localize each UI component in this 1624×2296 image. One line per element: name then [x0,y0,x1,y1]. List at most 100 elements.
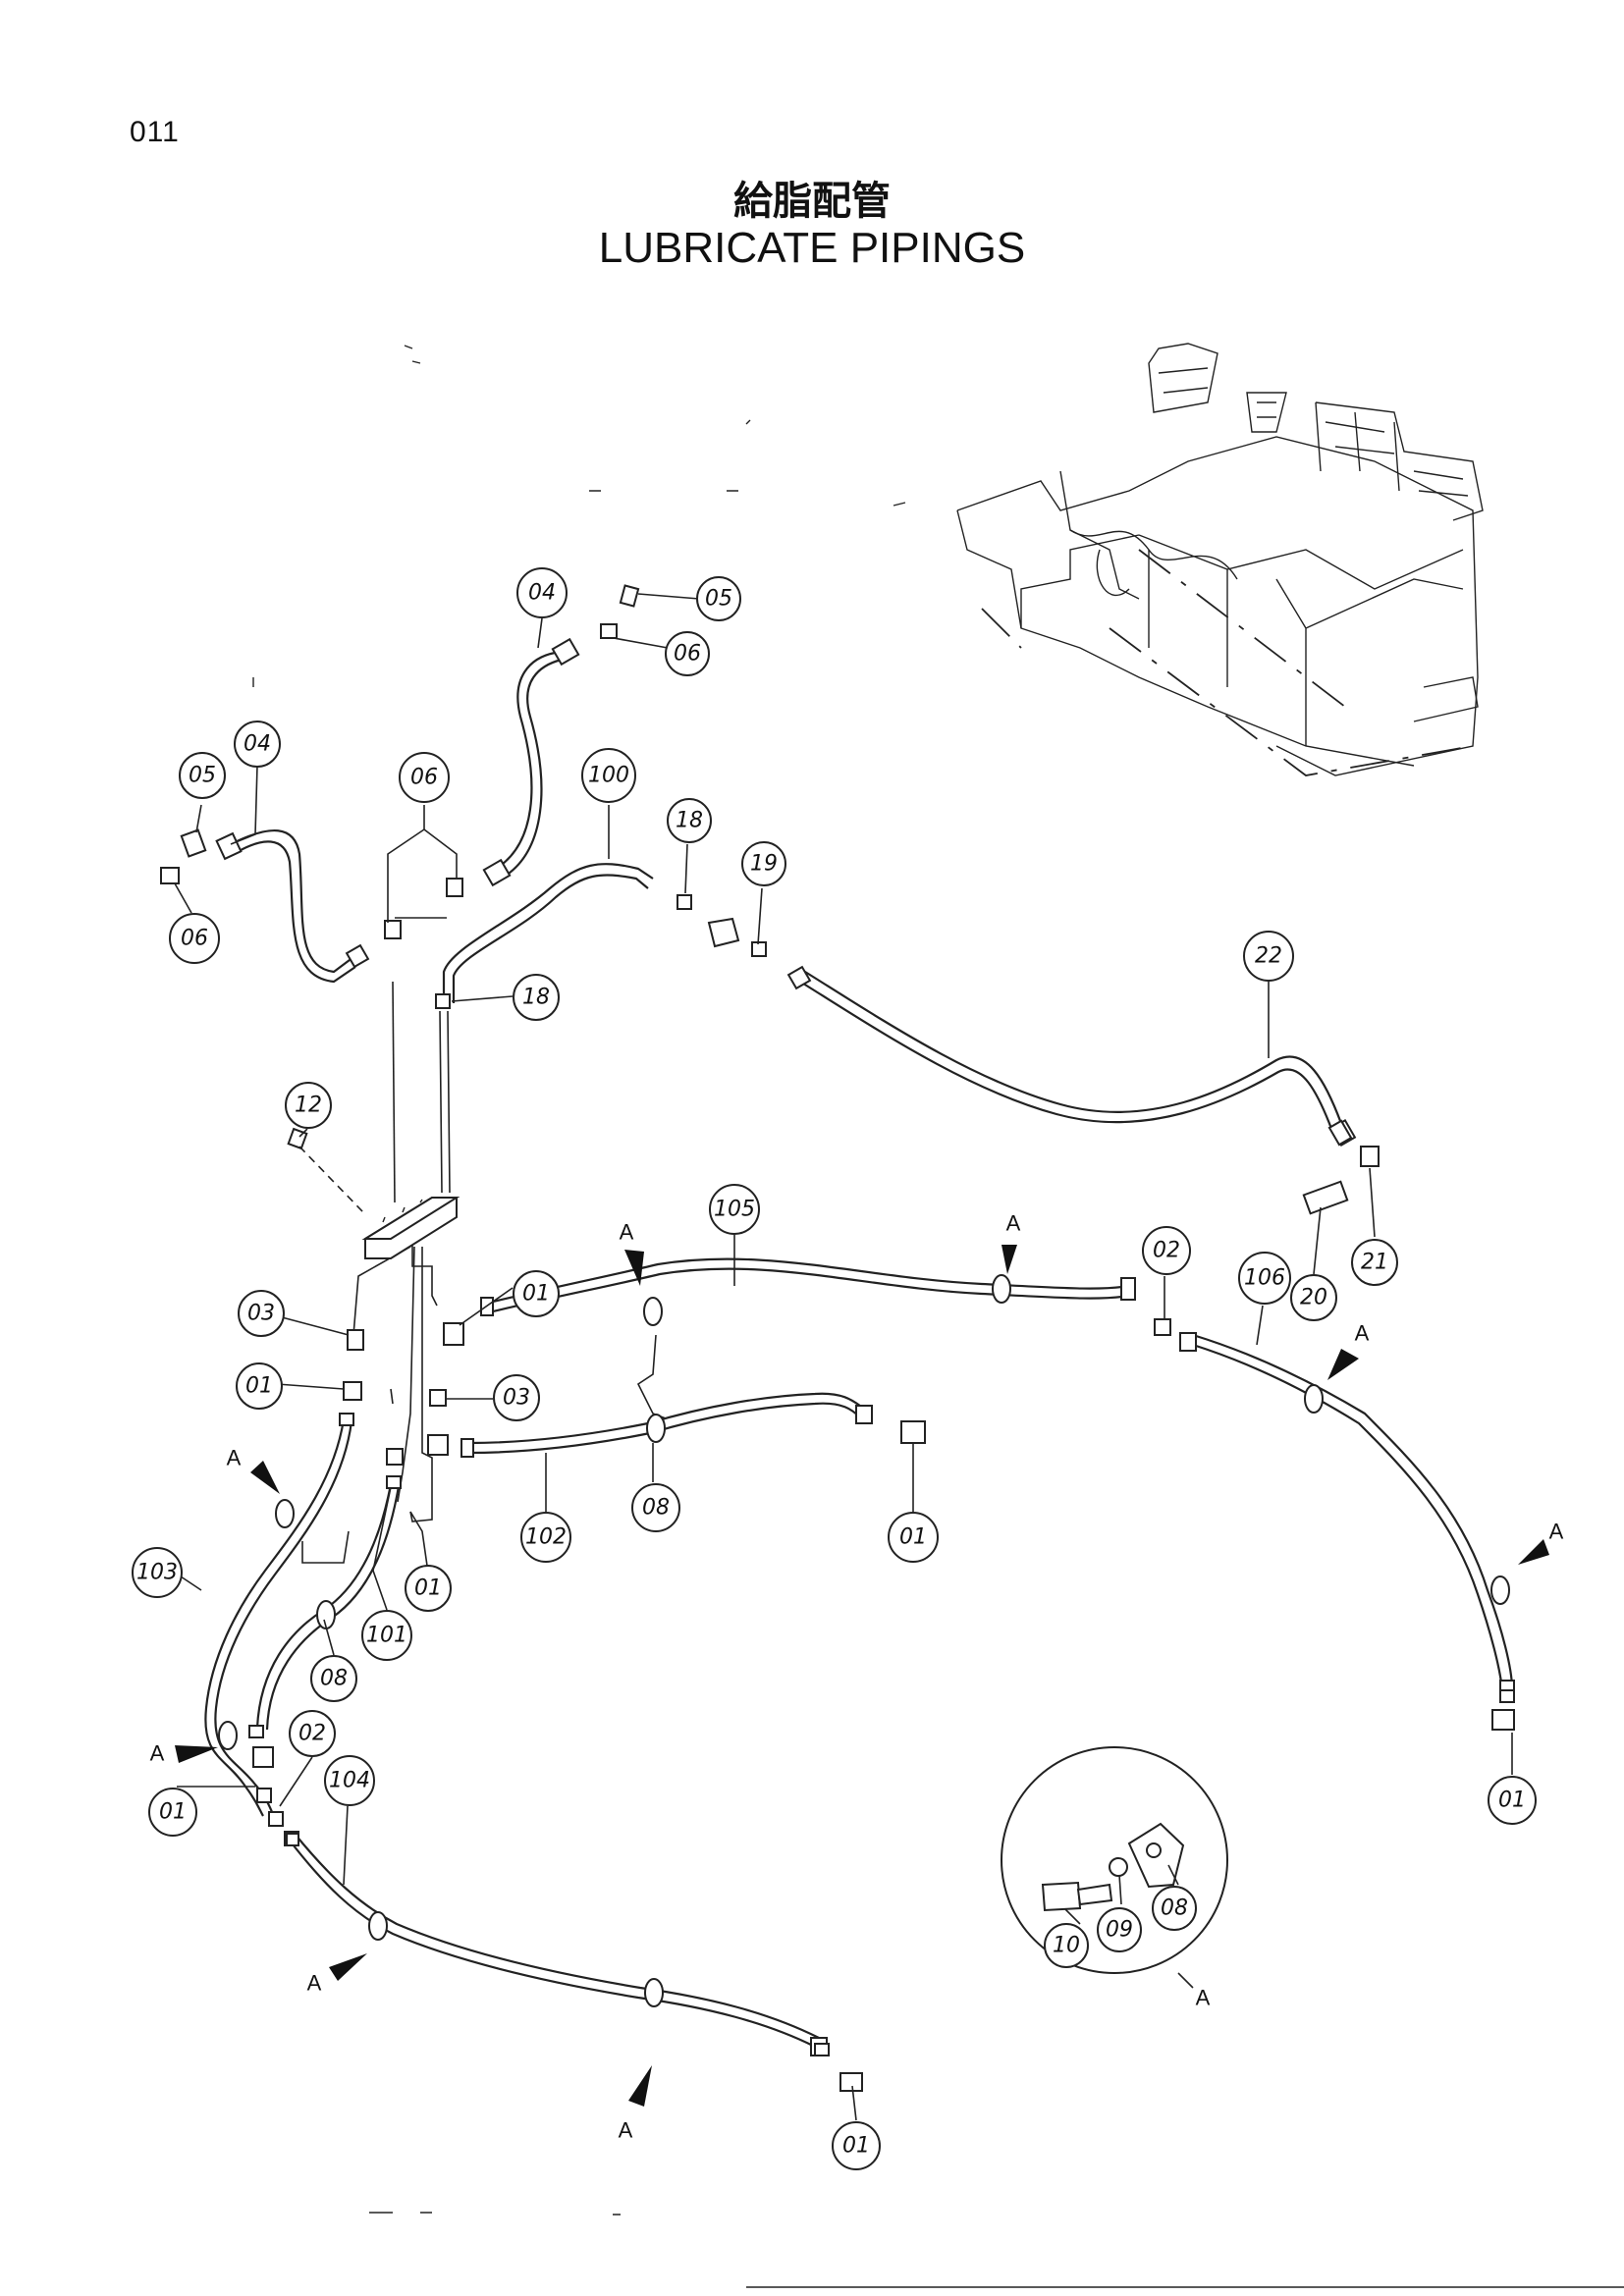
svg-text:21: 21 [1361,1251,1388,1275]
callout-bubble: 01 [405,1565,452,1612]
svg-text:03: 03 [503,1386,530,1411]
svg-text:A: A [307,1971,322,1996]
svg-text:08: 08 [642,1496,670,1521]
svg-text:18: 18 [522,986,550,1010]
svg-text:06: 06 [674,642,701,667]
callout-bubble: 12 [285,1082,332,1129]
view-mark: A [620,1220,644,1286]
view-mark: A [1001,1211,1021,1274]
svg-text:09: 09 [1106,1918,1133,1943]
svg-text:A: A [150,1741,165,1766]
callout-bubble: 103 [132,1547,183,1598]
svg-text:02: 02 [298,1722,326,1746]
svg-text:104: 104 [329,1769,370,1793]
svg-text:A: A [1006,1211,1021,1236]
callout-bubble: 01 [236,1362,283,1410]
detail-a: A [1001,1746,1228,2010]
svg-text:01: 01 [414,1576,442,1601]
svg-text:103: 103 [136,1561,178,1585]
svg-text:03: 03 [247,1302,275,1326]
title-english: LUBRICATE PIPINGS [598,224,1026,272]
detail-a-label: A [1196,1986,1211,2010]
callout-bubble: 01 [1488,1776,1537,1825]
svg-text:20: 20 [1300,1286,1327,1310]
svg-text:06: 06 [181,927,208,951]
callout-bubble: 02 [289,1710,336,1757]
callout-bubble: 04 [234,721,281,768]
callout-bubble: 06 [169,913,220,964]
callout-bubble: 22 [1243,931,1294,982]
callout-bubble: 106 [1238,1252,1291,1305]
svg-text:01: 01 [245,1374,273,1399]
svg-text:22: 22 [1255,944,1282,969]
svg-text:A: A [1549,1520,1564,1544]
svg-text:08: 08 [320,1667,348,1691]
callout-bubble: 20 [1290,1274,1337,1321]
stray-marks [252,345,906,2216]
view-mark: A [307,1953,367,1996]
callout-bubble: 19 [741,841,786,886]
svg-text:19: 19 [750,852,778,877]
svg-text:01: 01 [842,2134,870,2159]
svg-text:105: 105 [714,1198,755,1222]
fittings [160,584,1515,2092]
svg-text:102: 102 [525,1525,567,1550]
callout-bubble: 03 [493,1374,540,1421]
leader-lines [174,593,1513,2121]
callout-bubble: 18 [513,974,560,1021]
svg-text:01: 01 [899,1525,927,1550]
svg-text:02: 02 [1153,1239,1180,1263]
svg-text:01: 01 [522,1282,550,1307]
callout-bubble: 05 [179,752,226,799]
svg-text:100: 100 [588,764,629,788]
callout-bubble: 03 [238,1290,285,1337]
callouts: 04 05 06 05 04 06 06 100 18 19 18 22 12 … [132,567,1537,2170]
svg-text:08: 08 [1161,1896,1188,1921]
view-mark: A [1327,1321,1370,1380]
callout-bubble: 05 [696,576,741,621]
svg-text:A: A [1355,1321,1370,1346]
svg-text:05: 05 [189,764,216,788]
callout-bubble: 18 [667,798,712,843]
svg-text:18: 18 [676,809,703,833]
svg-text:01: 01 [159,1800,187,1825]
callout-bubble: 09 [1097,1907,1142,1952]
callout-bubble: 102 [520,1512,571,1563]
callout-bubble: 21 [1351,1239,1398,1286]
svg-text:04: 04 [528,581,556,606]
view-marks: A A A A A A A A [150,1211,1564,2143]
callout-bubble: 101 [361,1610,412,1661]
pipes [204,651,1514,2048]
callout-bubble: 04 [516,567,568,618]
svg-text:12: 12 [295,1094,322,1118]
callout-bubble: 01 [888,1512,939,1563]
view-mark: A [150,1741,218,1766]
page-code: 011 [130,116,180,148]
callout-bubble: 08 [310,1655,357,1702]
svg-text:A: A [619,2118,633,2143]
callout-bubble: 08 [631,1483,680,1532]
callout-bubble: 06 [399,752,450,803]
svg-text:04: 04 [244,732,271,757]
callout-bubble: 08 [1152,1886,1197,1931]
callout-bubble: 100 [581,748,636,803]
svg-text:101: 101 [366,1624,407,1648]
svg-text:01: 01 [1498,1789,1526,1813]
callout-bubble: 104 [324,1755,375,1806]
view-mark: A [227,1446,280,1494]
callout-bubble: 105 [709,1184,760,1235]
callout-bubble: 01 [148,1788,197,1837]
svg-text:106: 106 [1244,1266,1285,1291]
svg-text:A: A [620,1220,634,1245]
callout-bubble: 01 [832,2121,881,2170]
svg-text:10: 10 [1053,1934,1080,1958]
callout-bubble: 02 [1142,1226,1191,1275]
machine-outline [956,343,1484,776]
callout-bubble: 06 [665,631,710,676]
view-mark: A [1518,1520,1564,1565]
title-japanese: 給脂配管 [733,179,891,224]
svg-text:06: 06 [410,766,438,790]
svg-text:05: 05 [705,587,732,612]
svg-text:A: A [227,1446,242,1470]
